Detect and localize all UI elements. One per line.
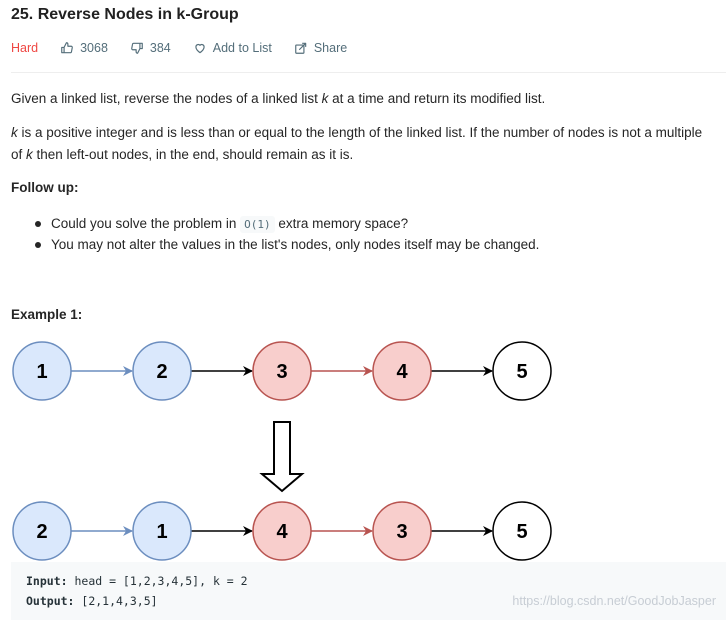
watermark: https://blog.csdn.net/GoodJobJasper xyxy=(512,594,716,608)
before-list-node-label: 2 xyxy=(156,361,167,383)
header-divider xyxy=(11,72,726,73)
share-label: Share xyxy=(313,41,348,55)
transform-down-arrow xyxy=(259,421,305,493)
list-item: You may not alter the values in the list… xyxy=(11,234,539,255)
dislike-button[interactable]: 384 xyxy=(130,41,171,55)
after-list-node-label: 1 xyxy=(156,521,167,543)
like-button[interactable]: 3068 xyxy=(60,41,108,55)
like-count: 3068 xyxy=(80,41,108,55)
dislike-count: 384 xyxy=(149,41,171,55)
before-list-node xyxy=(492,341,552,401)
problem-meta-bar: Hard 3068 384 Add to List Share xyxy=(11,41,369,55)
after-list-node xyxy=(492,501,552,561)
description-paragraph-2: k is a positive integer and is less than… xyxy=(11,125,703,162)
before-list-node-label: 4 xyxy=(396,361,408,383)
description-paragraph-1: Given a linked list, reverse the nodes o… xyxy=(11,91,546,106)
before-list-node xyxy=(372,341,432,401)
thumbs-up-icon xyxy=(61,42,73,54)
follow-up-heading: Follow up: xyxy=(11,180,79,195)
follow-up-list: Could you solve the problem in O(1) extr… xyxy=(11,213,539,255)
before-list-node xyxy=(12,341,72,401)
add-to-list-label: Add to List xyxy=(212,41,272,55)
thumbs-down-icon xyxy=(131,42,143,54)
share-icon xyxy=(295,42,307,54)
example-io-block: Input: head = [1,2,3,4,5], k = 2 Output:… xyxy=(11,562,726,620)
list-item: Could you solve the problem in O(1) extr… xyxy=(11,213,539,234)
after-list-node xyxy=(132,501,192,561)
before-list-node-label: 3 xyxy=(276,361,287,383)
after-list-node xyxy=(372,501,432,561)
before-list-node-label: 5 xyxy=(516,361,527,383)
before-list-node-label: 1 xyxy=(36,361,47,383)
share-button[interactable]: Share xyxy=(294,41,347,55)
before-list-node xyxy=(132,341,192,401)
after-list-node-label: 3 xyxy=(396,521,407,543)
add-to-list-button[interactable]: Add to List xyxy=(193,41,272,55)
inline-code: O(1) xyxy=(240,216,275,233)
difficulty-badge: Hard xyxy=(11,41,39,55)
problem-title: 25. Reverse Nodes in k-Group xyxy=(11,6,239,23)
after-list-node-label: 2 xyxy=(36,521,47,543)
after-list-node-label: 5 xyxy=(516,521,527,543)
output-line: Output: [2,1,4,3,5] xyxy=(26,594,158,608)
input-line: Input: head = [1,2,3,4,5], k = 2 xyxy=(26,574,248,588)
after-list-node-label: 4 xyxy=(276,521,288,543)
before-list-node xyxy=(252,341,312,401)
after-list-node xyxy=(252,501,312,561)
heart-icon xyxy=(195,43,205,54)
after-list-node xyxy=(12,501,72,561)
example-heading: Example 1: xyxy=(11,307,83,322)
